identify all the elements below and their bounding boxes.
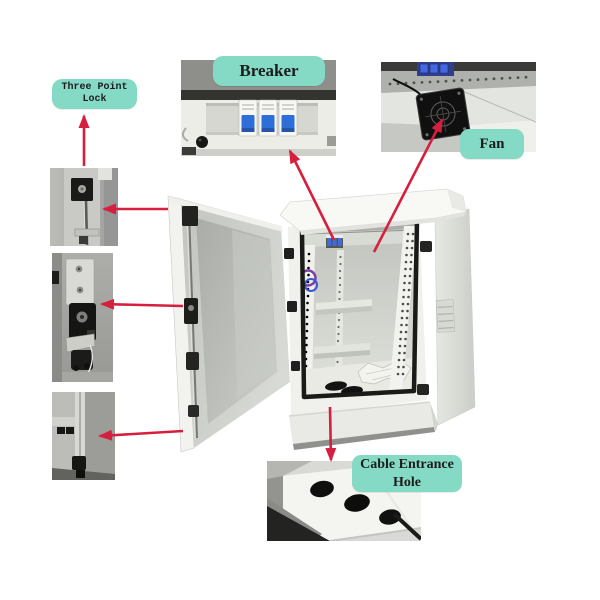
- label-text: Cable Entrance: [360, 457, 454, 472]
- rail-holes: [388, 75, 528, 86]
- rack-rail-right: [389, 226, 417, 393]
- label-text: Three Point: [61, 81, 128, 93]
- breaker-switches: [238, 99, 298, 137]
- cabinet-door-open: [167, 195, 290, 453]
- side-vent-louver: [435, 299, 456, 333]
- wire-coil: [302, 269, 318, 292]
- lock-keeper: [420, 241, 432, 252]
- arrow-to-lock-photo-3: [98, 429, 184, 441]
- cabinet-photo: [167, 188, 476, 453]
- shelf: [314, 343, 370, 359]
- cabinet-base: [288, 401, 438, 450]
- interior-breakers: [326, 235, 343, 248]
- photo-lock-latch-detail: [52, 253, 113, 382]
- arrow-to-cable-photo: [325, 406, 337, 462]
- hinge: [291, 361, 300, 371]
- label-three-point-lock: Three Point Lock: [52, 79, 137, 109]
- three-point-lock-rod: [182, 206, 199, 439]
- label-cable-entrance-hole: Cable Entrance Hole: [352, 455, 462, 492]
- arrow-to-breaker-photo: [288, 149, 336, 241]
- label-text: Lock: [82, 94, 107, 105]
- floor-cable-hole: [325, 381, 347, 391]
- arrow-to-lock-photo-2: [100, 298, 184, 310]
- photo-lock-top-detail: [50, 168, 118, 246]
- cabinet-roof: [279, 188, 467, 235]
- cable: [381, 485, 415, 531]
- panel-knob: [196, 136, 208, 148]
- perforated-rail: [381, 71, 536, 93]
- callout-arrows: [78, 114, 444, 462]
- label-text: Hole: [393, 474, 421, 490]
- label-text: Fan: [479, 135, 505, 152]
- fan-cable: [392, 78, 421, 95]
- lock-keeper: [417, 384, 429, 395]
- photo-fan-detail: [381, 62, 536, 152]
- shelf: [316, 299, 372, 315]
- fan-unit: [415, 87, 471, 141]
- hinge: [284, 248, 294, 259]
- arrow-to-fan-photo: [372, 118, 444, 253]
- hinge: [287, 301, 297, 312]
- label-fan: Fan: [460, 129, 524, 159]
- cabinet-interior: [302, 219, 417, 397]
- label-breaker: Breaker: [213, 56, 325, 86]
- label-text: Breaker: [239, 61, 299, 81]
